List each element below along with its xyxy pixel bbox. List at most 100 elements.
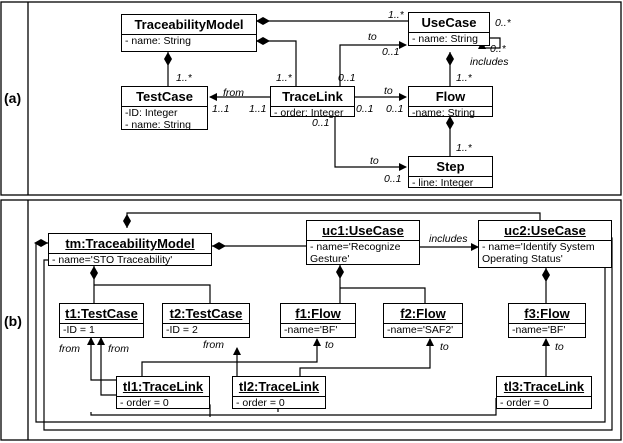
role-label: to (368, 31, 377, 43)
object-title: tl3:TraceLink (497, 377, 591, 397)
object-title: f1:Flow (281, 304, 355, 324)
multiplicity-label: 1..1 (249, 103, 267, 115)
object-tl2: tl2:TraceLink - order = 0 (232, 376, 326, 409)
object-tl3: tl3:TraceLink - order = 0 (496, 376, 592, 409)
uc1-f2-link (340, 287, 426, 303)
panel-a-frame (0, 1, 622, 196)
object-title: uc2:UseCase (479, 221, 611, 241)
object-title: t1:TestCase (60, 304, 143, 324)
object-attribute: -name='BF' (284, 324, 338, 336)
class-attribute: - order: Integer (274, 107, 344, 119)
object-tm: tm:TraceabilityModel - name='STO Traceab… (48, 233, 212, 266)
role-label: to (325, 339, 334, 351)
object-attribute: - order = 0 (120, 397, 169, 409)
includes-label: includes (429, 233, 468, 245)
class-test-case: TestCase -ID: Integer - name: String (121, 86, 208, 131)
composition-diamond (212, 242, 226, 250)
object-attribute: - name='Recognize (310, 241, 401, 253)
object-f3: f3:Flow -name='BF' (508, 303, 586, 338)
object-attribute: - name='STO Traceability' (52, 254, 173, 266)
composition-diamond (123, 214, 131, 228)
role-label: from (203, 339, 224, 351)
class-title: UseCase (409, 13, 489, 33)
composition-diamond (542, 268, 550, 282)
class-title: Flow (409, 87, 492, 107)
object-attribute: -name='BF' (512, 324, 566, 336)
composition-diamond (90, 266, 98, 280)
class-title: TraceLink (271, 87, 354, 107)
multiplicity-label: 0..1 (312, 117, 330, 129)
tl1-from-t1-b (97, 337, 116, 396)
panel-a-label: (a) (4, 90, 22, 106)
role-label: to (440, 341, 449, 353)
composition-diamond (446, 116, 454, 130)
object-title: f2:Flow (384, 304, 462, 324)
class-attribute: -name: String (412, 107, 476, 119)
class-attribute: - name: String (412, 33, 478, 45)
object-attribute: -ID = 2 (166, 324, 198, 336)
multiplicity-label: 0..* (495, 17, 511, 29)
composition-diamond (256, 17, 270, 25)
tl1-from-t1 (87, 337, 116, 381)
class-flow: Flow -name: String (408, 86, 493, 119)
object-tl1: tl1:TraceLink - order = 0 (116, 376, 210, 409)
object-attribute: -name='SAF2' (387, 324, 454, 336)
role-label: from (108, 343, 129, 355)
multiplicity-label: 0..1 (386, 103, 404, 115)
tl-to-step (334, 113, 407, 171)
class-title: Step (409, 157, 492, 177)
tl2-to-f2 (299, 338, 434, 376)
role-label: from (59, 343, 80, 355)
multiplicity-label: 0..1 (338, 72, 356, 84)
composition-diamond (446, 52, 454, 66)
class-attribute: - line: Integer (412, 177, 474, 189)
class-attribute: - name: String (125, 119, 191, 131)
role-label: from (223, 87, 244, 99)
multiplicity-label: 1..1 (212, 103, 230, 115)
multiplicity-label: 0..1 (382, 46, 400, 58)
object-attribute: - order = 0 (500, 397, 549, 409)
multiplicity-label: 1..* (456, 72, 472, 84)
object-uc1: uc1:UseCase - name='Recognize Gesture' (306, 220, 420, 265)
composition-diamond (34, 239, 48, 247)
panel-b-label: (b) (4, 313, 22, 329)
object-attribute: Operating Status' (482, 253, 563, 265)
object-attribute: - order = 0 (236, 397, 285, 409)
class-trace-link: TraceLink - order: Integer (270, 86, 355, 119)
object-f1: f1:Flow -name='BF' (280, 303, 356, 338)
includes-label: includes (470, 56, 509, 68)
class-title: TestCase (122, 87, 207, 107)
multiplicity-label: 1..* (176, 72, 192, 84)
object-attribute: -ID = 1 (63, 324, 95, 336)
composition-diamond (336, 265, 344, 279)
uc-includes-self (478, 37, 501, 49)
composition-diamond (164, 52, 172, 66)
multiplicity-label: 1..* (388, 9, 404, 21)
multiplicity-label: 1..* (456, 142, 472, 154)
object-title: tm:TraceabilityModel (49, 234, 211, 254)
panel-b-frame (0, 199, 622, 441)
role-label: to (555, 341, 564, 353)
tl1-to-f1 (141, 338, 321, 376)
object-t1: t1:TestCase -ID = 1 (59, 303, 144, 338)
class-step: Step - line: Integer (408, 156, 493, 189)
object-f2: f2:Flow -name='SAF2' (383, 303, 463, 338)
object-title: tl1:TraceLink (117, 377, 209, 397)
class-attribute: -ID: Integer (125, 107, 178, 119)
multiplicity-label: 0..* (490, 43, 506, 55)
class-attribute: - name: String (125, 35, 191, 47)
tl-to-uc (339, 41, 407, 86)
object-title: tl2:TraceLink (233, 377, 325, 397)
multiplicity-label: 1..* (276, 72, 292, 84)
object-title: f3:Flow (509, 304, 585, 324)
role-label: to (384, 85, 393, 97)
role-label: to (370, 155, 379, 167)
class-title: TraceabilityModel (122, 15, 256, 35)
object-uc2: uc2:UseCase - name='Identify System Oper… (478, 220, 612, 268)
object-attribute: - name='Identify System (482, 241, 595, 253)
composition-diamond (256, 37, 270, 45)
object-attribute: Gesture' (310, 253, 350, 265)
multiplicity-label: 0..1 (384, 173, 402, 185)
class-use-case: UseCase - name: String (408, 12, 490, 46)
